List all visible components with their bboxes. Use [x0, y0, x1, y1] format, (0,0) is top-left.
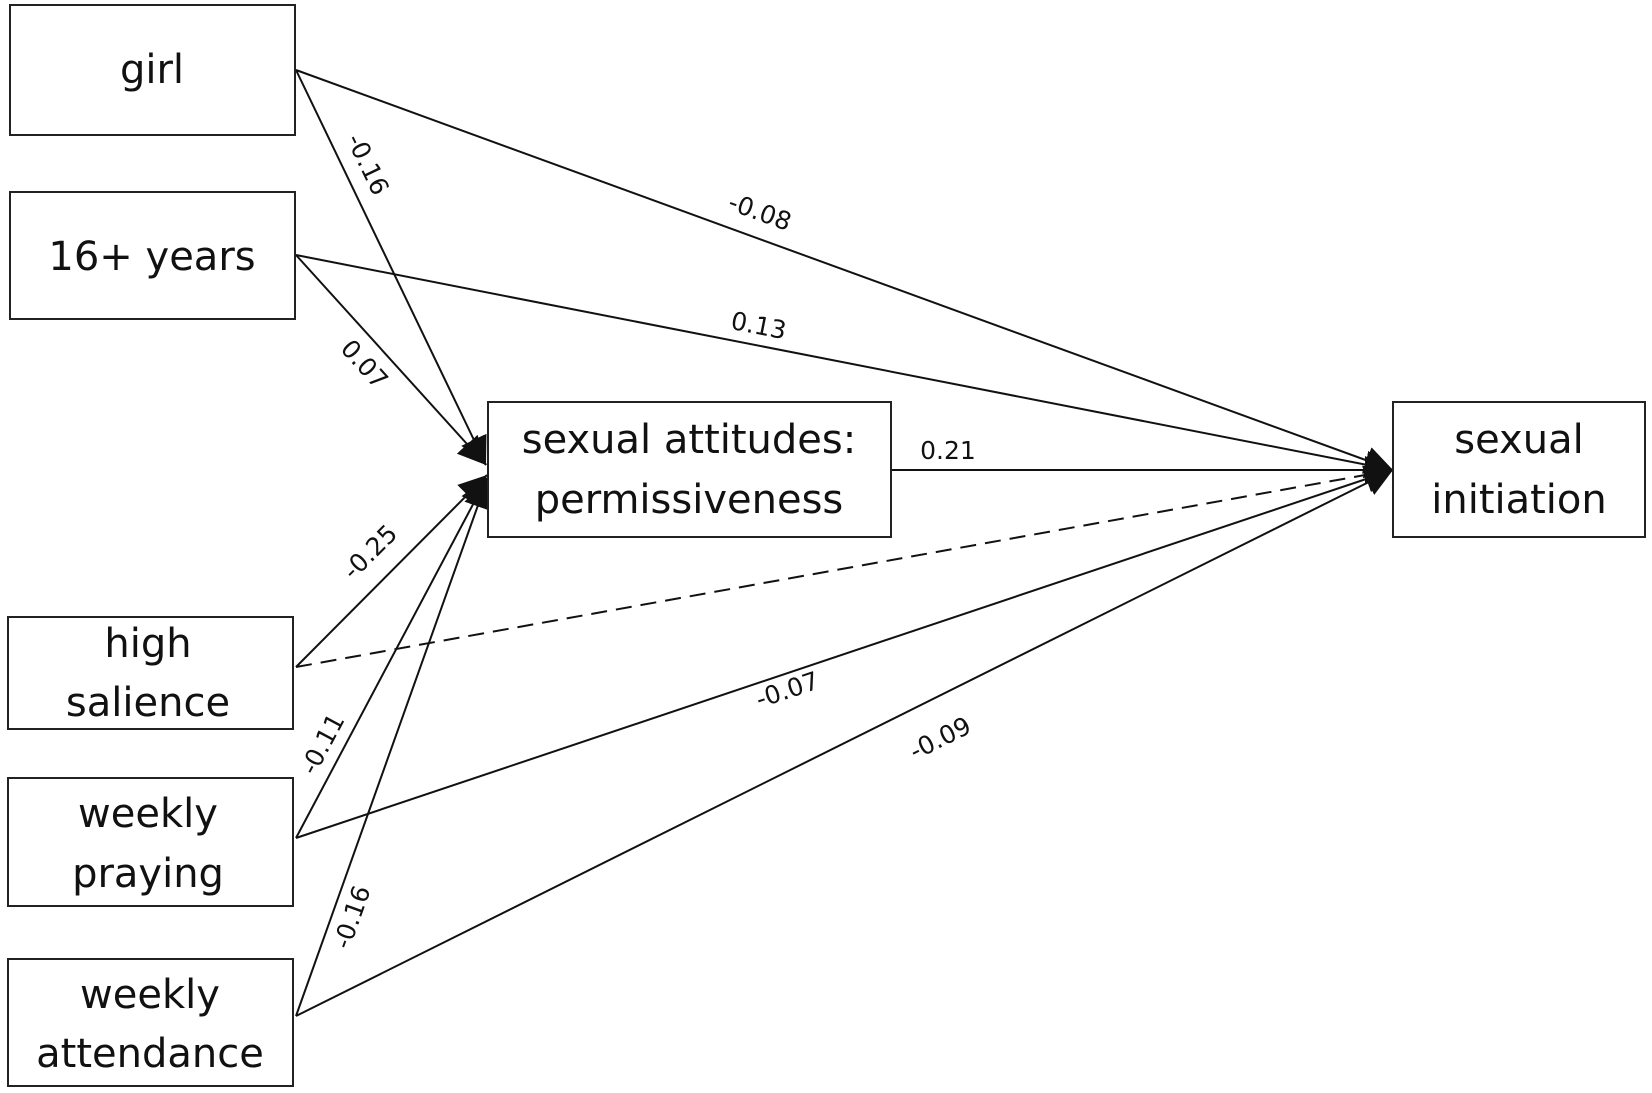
node-weekly-praying-line-1: weekly [78, 791, 218, 837]
node-sexual-attitudes-line-2: permissiveness [535, 477, 844, 523]
node-high-salience-line-2: salience [66, 680, 230, 726]
node-high-salience-line-1: high [104, 621, 191, 667]
edge-salience-to-attitudes [295, 474, 488, 668]
node-sexual-initiation-line-1: sexual [1454, 417, 1583, 463]
node-weekly-attendance-line-2: attendance [36, 1031, 264, 1077]
coef-attendance-to-attitudes: -0.16 [327, 882, 376, 953]
node-sexual-attitudes-line-1: sexual attitudes: [522, 417, 856, 463]
node-girl: girl [9, 4, 296, 136]
coef-praying-to-attitudes: -0.11 [295, 709, 351, 780]
coef-attitudes-to-initiation: 0.21 [920, 436, 976, 465]
coef-girl-to-attitudes: -0.16 [341, 129, 395, 200]
node-16-plus-years-label: 16+ years [48, 234, 255, 280]
edge-salience-to-initiation [295, 469, 1394, 668]
node-high-salience: high salience [7, 616, 294, 730]
edge-attendance-to-attitudes [295, 479, 491, 1017]
edge-girl-to-initiation [295, 69, 1394, 474]
coef-salience-to-attitudes: -0.25 [337, 519, 403, 585]
coef-age16-to-initiation: 0.13 [729, 306, 789, 345]
coef-attendance-to-initiation: -0.09 [905, 711, 976, 766]
edge-age16-to-initiation [295, 254, 1394, 479]
node-girl-label: girl [120, 47, 184, 93]
node-weekly-praying-line-2: praying [72, 851, 224, 897]
node-weekly-praying: weekly praying [7, 777, 294, 907]
node-weekly-attendance: weekly attendance [7, 958, 294, 1087]
edge-attendance-to-initiation [295, 469, 1394, 1017]
node-16-plus-years: 16+ years [9, 191, 296, 320]
node-weekly-attendance-line-1: weekly [80, 972, 220, 1018]
node-sexual-initiation-line-2: initiation [1431, 477, 1607, 523]
edge-praying-to-attitudes [295, 477, 488, 839]
coef-age16-to-attitudes: 0.07 [335, 334, 394, 395]
edge-praying-to-initiation [295, 465, 1394, 839]
edge-age16-to-attitudes [295, 254, 487, 466]
node-sexual-initiation: sexual initiation [1392, 401, 1646, 538]
edge-girl-to-attitudes [295, 69, 487, 466]
node-sexual-attitudes: sexual attitudes: permissiveness [487, 401, 892, 538]
